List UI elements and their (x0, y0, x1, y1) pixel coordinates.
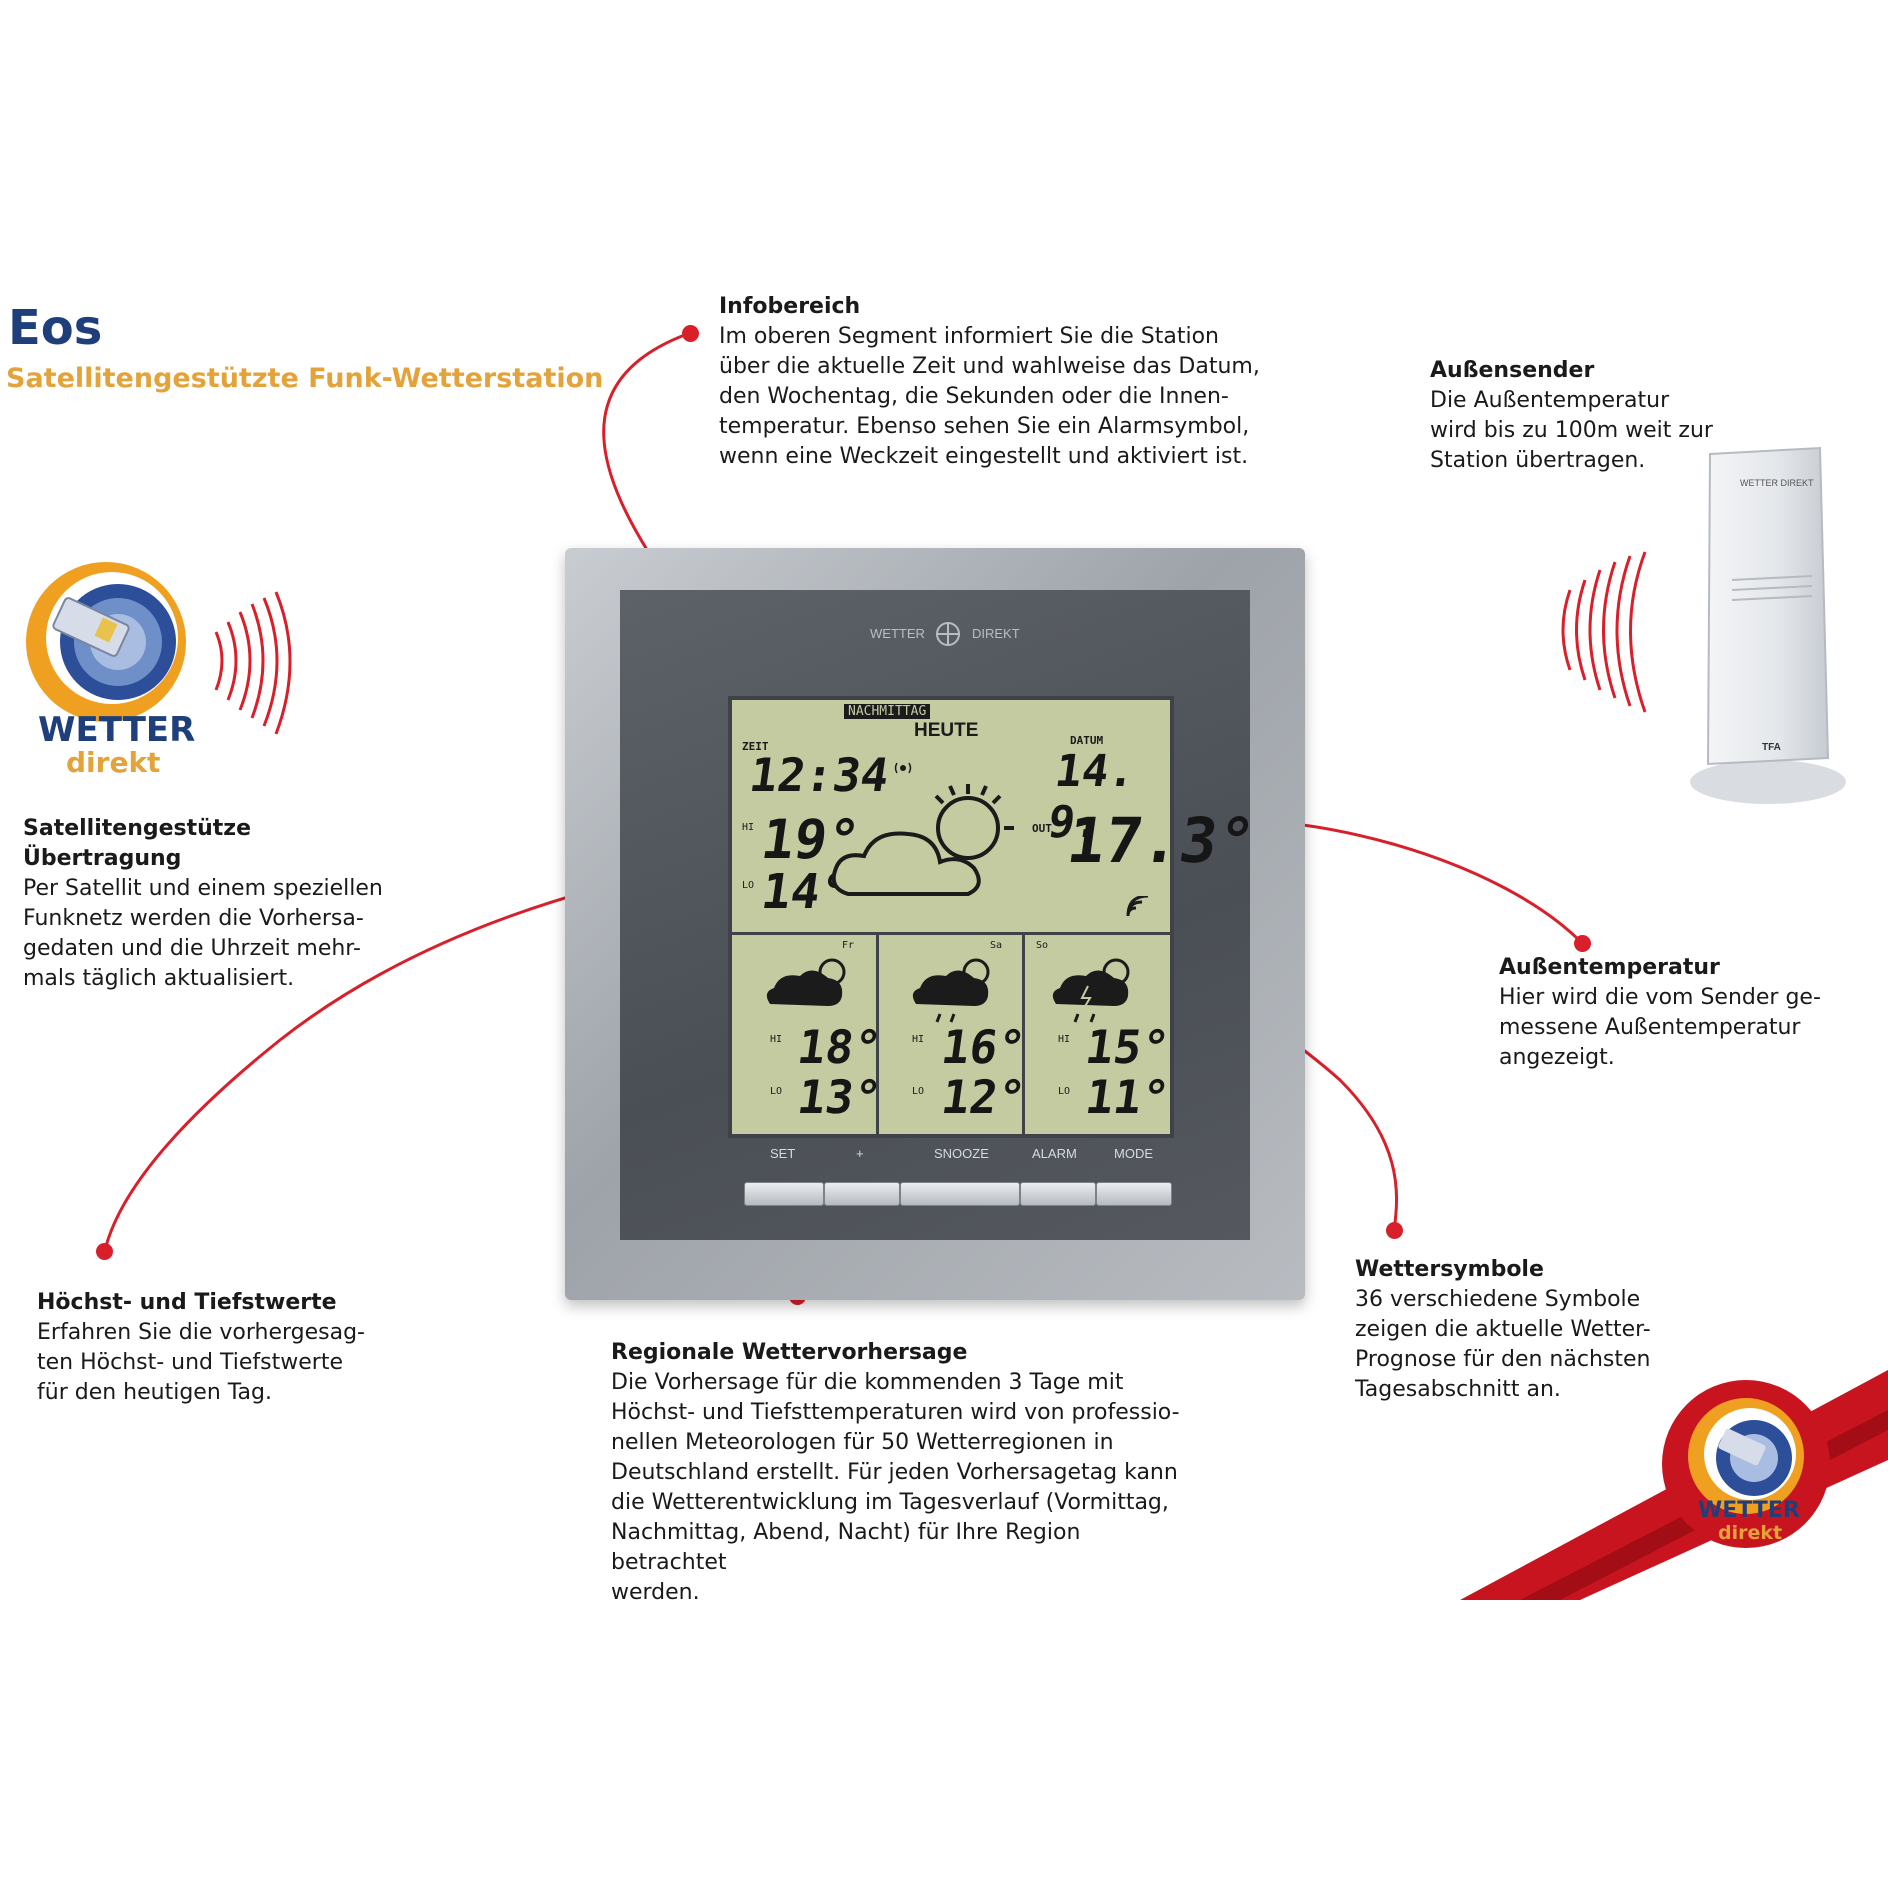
device-brand-right: DIREKT (972, 626, 1020, 641)
lcd-day-name: So (1036, 940, 1049, 951)
lcd-display: NACHMITTAG HEUTE ZEIT 12:34 DATUM 14. 9.… (728, 696, 1260, 1138)
callout-heading: Außensender (1430, 358, 1595, 383)
lcd-day-hi: 16° (938, 1020, 1029, 1074)
page-subtitle: Satellitengestützte Funk-Wetterstation (6, 363, 604, 394)
lcd-period: NACHMITTAG (844, 704, 931, 719)
device-brand-icon (936, 622, 960, 646)
lcd-day-name: Sa (990, 940, 1003, 951)
logo-line2: direkt (66, 746, 161, 779)
sender-brand: WETTER DIREKT (1740, 478, 1814, 488)
callout-heading: Außentemperatur (1499, 955, 1720, 980)
red-ribbon-band (1460, 1370, 1888, 1600)
lcd-hi-label: HI (770, 1034, 783, 1045)
band-logo-line2: direkt (1718, 1522, 1783, 1544)
snooze-button[interactable] (900, 1182, 1020, 1206)
partly-cloudy-icon (831, 784, 1014, 896)
logo-line1: WETTER (38, 710, 196, 750)
button-label: MODE (1114, 1146, 1153, 1161)
lcd-divider (1022, 935, 1025, 1134)
lcd-lo-label: LO (1058, 1086, 1071, 1097)
callout-infobereich: Infobereich Im oberen Segment informiert… (719, 292, 1279, 472)
callout-hoechst: Höchst- und Tiefstwerte Erfahren Sie die… (37, 1288, 377, 1408)
thunderstorm-icon (1052, 958, 1130, 1023)
lcd-day-lo: 12° (938, 1070, 1029, 1124)
callout-wettersymbole: Wettersymbole 36 verschiedene Symbole ze… (1355, 1255, 1675, 1405)
callout-dot-infobereich (682, 325, 699, 342)
lcd-out-temp: 17.3° (1062, 804, 1260, 877)
lcd-hi-label: HI (912, 1034, 925, 1045)
alarm-icon (894, 762, 912, 774)
callout-dot-aussentemperatur (1574, 935, 1591, 952)
rain-icon (912, 958, 990, 1023)
alarm-button[interactable] (1020, 1182, 1096, 1206)
band-logo-line1: WETTER (1698, 1498, 1800, 1523)
mode-button[interactable] (1096, 1182, 1172, 1206)
callout-text: Erfahren Sie die vorhergesag- ten Höchst… (37, 1320, 365, 1405)
lcd-lo-label: LO (770, 1086, 783, 1097)
callout-aussensender: Außensender Die Außentemperatur wird bis… (1430, 356, 1730, 476)
set-button[interactable] (744, 1182, 824, 1206)
outdoor-sender-image (1690, 446, 1846, 804)
button-label: SET (770, 1146, 796, 1161)
callout-dot-wettersymbole (1386, 1222, 1403, 1239)
callout-heading: Satellitengestütze Übertragung (23, 816, 252, 871)
lcd-hi-label: HI (742, 822, 755, 833)
callout-text: Per Satellit und einem speziellen Funkne… (23, 876, 383, 991)
lcd-day-hi: 15° (1082, 1020, 1173, 1074)
lcd-out-label: OUT (1032, 822, 1052, 835)
callout-satellit: Satellitengestütze Übertragung Per Satel… (23, 814, 403, 994)
sender-maker: TFA (1762, 742, 1781, 753)
page-title: Eos (8, 300, 103, 356)
lcd-day: HEUTE (914, 720, 979, 741)
callout-heading: Regionale Wettervorhersage (611, 1340, 968, 1365)
lcd-day-name: Fr (842, 940, 855, 951)
callout-aussentemperatur: Außentemperatur Hier wird die vom Sender… (1499, 953, 1839, 1073)
lcd-date-label: DATUM (1070, 734, 1104, 747)
callout-heading: Wettersymbole (1355, 1257, 1544, 1282)
lcd-divider (732, 932, 1170, 935)
callout-heading: Infobereich (719, 294, 861, 319)
cloudy-sun-icon (766, 958, 846, 1006)
device-brand-left: WETTER (870, 626, 925, 641)
lcd-lo-label: LO (742, 880, 755, 891)
callout-text: 36 verschiedene Symbole zeigen die aktue… (1355, 1287, 1651, 1402)
signal-icon (1126, 896, 1149, 917)
satellite-globe-icon (26, 562, 186, 722)
lcd-day-lo: 13° (794, 1070, 885, 1124)
lcd-time-label: ZEIT (742, 740, 769, 753)
lcd-day-lo: 11° (1082, 1070, 1173, 1124)
callout-text: Die Vorhersage für die kommenden 3 Tage … (611, 1370, 1180, 1605)
callout-regional: Regionale Wettervorhersage Die Vorhersag… (611, 1338, 1191, 1608)
plus-button[interactable] (824, 1182, 900, 1206)
button-label: SNOOZE (934, 1146, 989, 1161)
callout-text: Hier wird die vom Sender ge- messene Auß… (1499, 985, 1821, 1070)
button-label: + (856, 1146, 864, 1161)
callout-dot-hoechst (96, 1243, 113, 1260)
lcd-divider (876, 935, 879, 1134)
button-label: ALARM (1032, 1146, 1077, 1161)
callout-heading: Höchst- und Tiefstwerte (37, 1290, 337, 1315)
lcd-hi-label: HI (1058, 1034, 1071, 1045)
lcd-lo-label: LO (912, 1086, 925, 1097)
callout-text: Im oberen Segment informiert Sie die Sta… (719, 324, 1260, 469)
lcd-day-hi: 18° (794, 1020, 885, 1074)
wetter-direkt-logo: WETTER direkt (18, 560, 198, 779)
callout-text: Die Außentemperatur wird bis zu 100m wei… (1430, 388, 1713, 473)
